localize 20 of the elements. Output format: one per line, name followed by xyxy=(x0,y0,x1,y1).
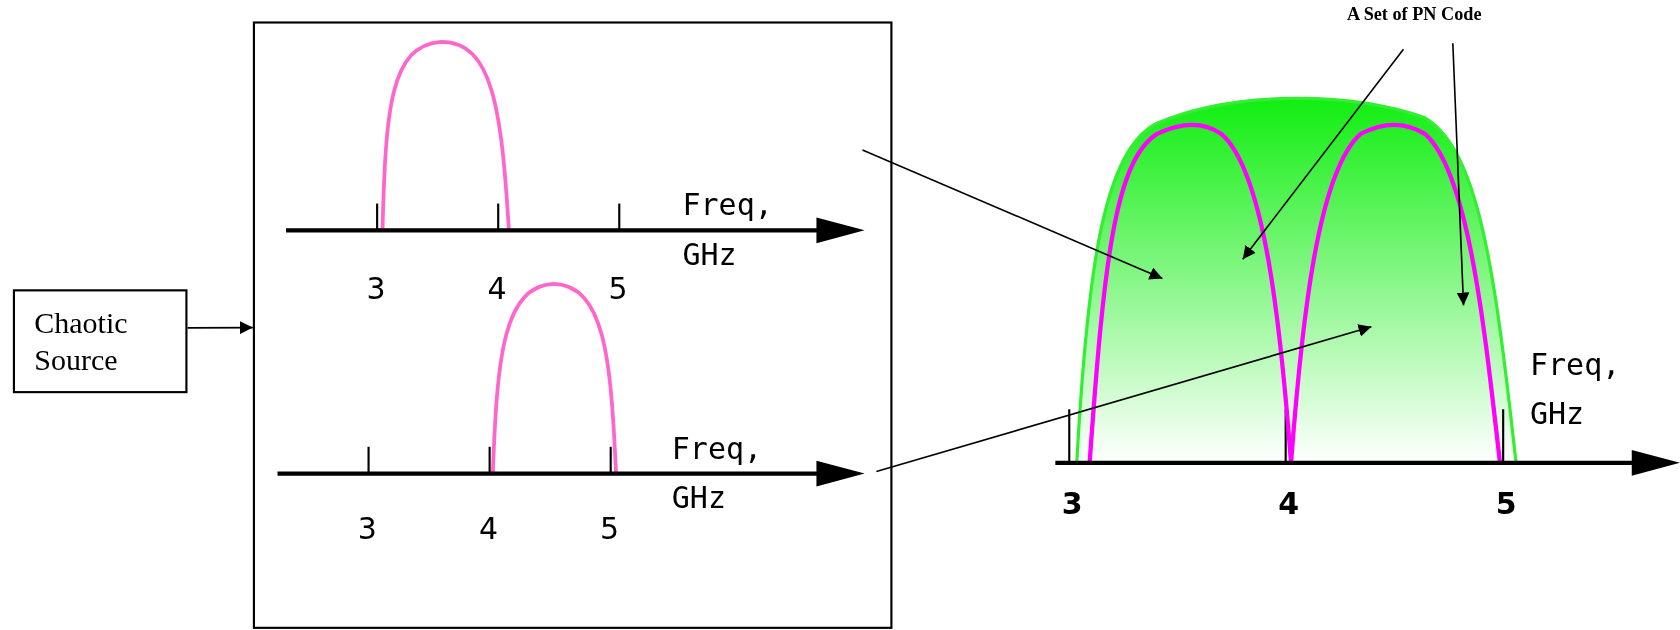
tick-label: 4 xyxy=(478,512,498,547)
tick-label: 3 xyxy=(357,512,377,547)
arrow xyxy=(861,149,1164,280)
arrow xyxy=(875,324,1373,473)
tick-label: 4 xyxy=(487,272,507,307)
tick-label: 4 xyxy=(1278,487,1300,522)
tick-label: 5 xyxy=(608,272,628,307)
tick-label: 3 xyxy=(366,272,386,307)
arrow xyxy=(1452,42,1470,307)
arrow xyxy=(186,321,254,335)
tick-label: 3 xyxy=(1061,487,1083,522)
pn-code-label: A Set of PN Code xyxy=(1285,4,1543,35)
axis-label: Freq, GHz xyxy=(671,429,764,518)
axis-label: Freq, GHz xyxy=(1529,346,1622,434)
frame-box xyxy=(252,21,893,629)
tick-label: 5 xyxy=(1495,487,1517,522)
tick-label: 5 xyxy=(600,512,620,547)
arrow xyxy=(1241,48,1405,260)
axis-label: Freq, GHz xyxy=(682,186,774,275)
process-box: Chaotic Source xyxy=(12,289,188,394)
